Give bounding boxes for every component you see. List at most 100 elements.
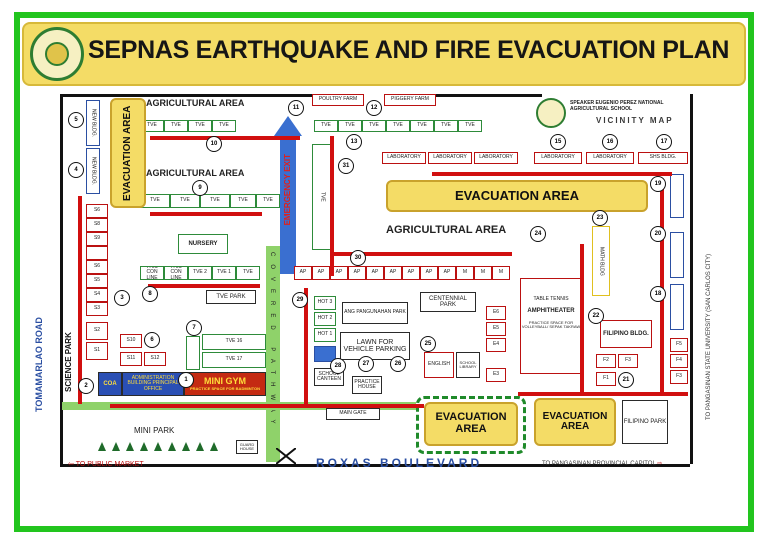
seal-emblem-icon	[45, 42, 69, 66]
tve-mid-4: TVE 1	[212, 266, 236, 280]
new-bldg-5: NEW BLDG.	[86, 100, 100, 146]
shs-building: SHS BLDG.	[638, 152, 688, 164]
route-bottom	[110, 404, 424, 408]
poultry-farm: POULTRY FARM	[312, 94, 364, 106]
tree-icon	[182, 442, 190, 451]
route-south-east	[518, 392, 688, 396]
f2: F2	[596, 354, 616, 368]
tve-mid-2: THIS CON LINE	[164, 266, 188, 280]
s-room-3: S9	[86, 232, 108, 246]
s-room-9: S2	[86, 322, 108, 340]
guard-house: GUARD HOUSE	[236, 440, 258, 454]
lab-right-2: LABORATORY	[586, 152, 634, 164]
to-public-market-label: TO PUBLIC MARKET	[75, 461, 144, 468]
tve-mid-1: THIS CON LINE	[140, 266, 164, 280]
to-capitol-label: TO PANGASINAN PROVINCIAL CAPITOL	[542, 461, 656, 467]
s-room-4	[86, 246, 108, 260]
math-bldg: MATH BLDG	[592, 226, 610, 296]
page-title: SEPNAS EARTHQUAKE AND FIRE EVACUATION PL…	[88, 36, 730, 64]
filipino-bldg: FILIPINO BLDG.	[600, 320, 652, 348]
tve-9-5: TVE	[256, 194, 280, 208]
m-3: M	[492, 266, 510, 280]
s-room-10: S1	[86, 342, 108, 360]
practice-house: PRACTICE HOUSE	[352, 376, 382, 394]
lab-top-1: LABORATORY	[382, 152, 426, 164]
marker-12: 12	[366, 100, 382, 116]
marker-29: 29	[292, 292, 308, 308]
tree-icon	[154, 442, 162, 451]
centennial-park: CENTENNIAL PARK	[420, 292, 476, 312]
tree-icon	[140, 442, 148, 451]
ap-7: AP	[402, 266, 420, 280]
ap-6: AP	[384, 266, 402, 280]
marker-8: 8	[142, 286, 158, 302]
gate-icon	[275, 447, 297, 465]
marker-7: 7	[186, 320, 202, 336]
tve-13-5: TVE	[410, 120, 434, 132]
s-room-2: S8	[86, 218, 108, 232]
left-arrow-icon: ⇦	[68, 461, 76, 468]
right-bldg-19	[670, 174, 684, 218]
ap-4: AP	[348, 266, 366, 280]
tve-top-3: TVE	[188, 120, 212, 132]
tve-9-3: TVE	[200, 194, 230, 208]
amphitheater-label: AMPHITHEATER	[527, 308, 575, 315]
marker-26: 26	[390, 356, 406, 372]
right-bldg-18	[670, 284, 684, 330]
tve-16: TVE 16	[202, 334, 266, 350]
marker-11: 11	[288, 100, 304, 116]
e3: E3	[486, 368, 506, 382]
s-room-7: S4	[86, 288, 108, 302]
marker-31: 31	[338, 158, 354, 174]
route-2	[150, 212, 262, 216]
mini-gym-sub: PRACTICE SPACE FOR BADMINTON	[189, 385, 261, 391]
table-tennis-label: TABLE TENNIS	[533, 296, 569, 302]
tree-icon	[196, 442, 204, 451]
tve-13-7: TVE	[458, 120, 482, 132]
vicinity-school: SPEAKER EUGENIO PEREZ NATIONAL AGRICULTU…	[570, 100, 664, 112]
tve-13-4: TVE	[386, 120, 410, 132]
route-3	[148, 284, 260, 288]
east-wall	[690, 94, 693, 464]
to-psu: TO PANGASINAN STATE UNIVERSITY (SAN CARL…	[706, 253, 712, 420]
tve-top-4: TVE	[212, 120, 236, 132]
ap-2: AP	[312, 266, 330, 280]
lab-top-3: LABORATORY	[474, 152, 518, 164]
marker-16: 16	[602, 134, 618, 150]
amphitheater: TABLE TENNIS AMPHITHEATER PRACTICE SPACE…	[520, 278, 582, 374]
s12: S12	[144, 352, 166, 366]
tree-icon	[126, 442, 134, 451]
marker-30: 30	[350, 250, 366, 266]
tve-mid-5: TVE	[236, 266, 260, 280]
lawn-vehicle-parking: LAWN FOR VEHICLE PARKING	[340, 332, 410, 360]
left-road-label: TOMAMARLAO ROAD	[34, 317, 44, 412]
s-room-8: S3	[86, 302, 108, 316]
nursery: NURSERY	[178, 234, 228, 254]
marker-13: 13	[346, 134, 362, 150]
hot-2: HOT 2	[314, 312, 336, 326]
new-bldg-4: NEW BLDG.	[86, 148, 100, 194]
tree-icon	[112, 442, 120, 451]
south-wall	[60, 464, 690, 467]
s-room-1: S6	[86, 204, 108, 218]
s10: S10	[120, 334, 142, 348]
admin-building: ADMINISTRATION BUILDING PRINCIPAL OFFICE	[122, 372, 184, 396]
marker-5: 5	[68, 112, 84, 128]
main-gate: MAIN GATE	[326, 408, 380, 420]
f5: F5	[670, 338, 688, 352]
title-banner	[22, 22, 746, 86]
marker-2: 2	[78, 378, 94, 394]
evacuation-area-left: EVACUATION AREA	[110, 98, 146, 208]
tree-icon	[98, 442, 106, 451]
tve-park: TVE PARK	[206, 290, 256, 304]
mini-gym: MINI GYM PRACTICE SPACE FOR BADMINTON	[184, 372, 266, 396]
roxas-boulevard: ROXAS BOULEVARD	[316, 456, 483, 470]
ap-9: AP	[438, 266, 456, 280]
marker-15: 15	[550, 134, 566, 150]
west-wall	[60, 94, 63, 466]
tve-13-6: TVE	[434, 120, 458, 132]
tve-mid-3: TVE 2	[188, 266, 212, 280]
marker-24: 24	[530, 226, 546, 242]
vicinity-seal-icon	[536, 98, 566, 128]
e6: E6	[486, 306, 506, 320]
